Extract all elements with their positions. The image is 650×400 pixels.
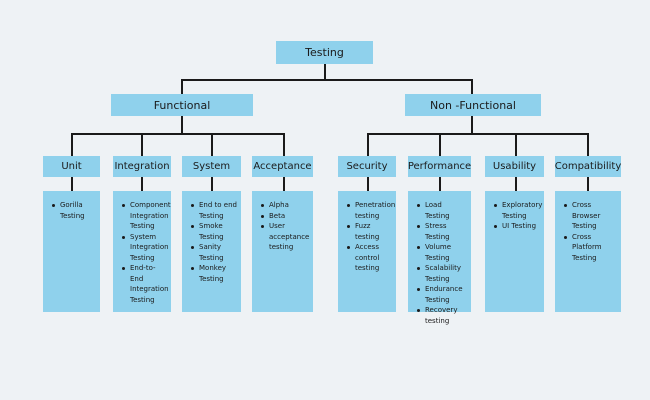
connector-root-stem	[324, 64, 326, 80]
connector-functional-bar	[71, 133, 285, 135]
box-security-items: Penetration testing Fuzz testing Access …	[338, 191, 396, 312]
list-item: Gorilla Testing	[52, 200, 96, 221]
non-functional-label: Non -Functional	[430, 98, 516, 112]
node-acceptance: Acceptance	[252, 156, 313, 177]
connector-root-bar	[181, 79, 473, 81]
list-item: Alpha	[261, 200, 309, 211]
system-label: System	[192, 161, 231, 172]
security-item-list: Penetration testing Fuzz testing Access …	[342, 200, 396, 274]
performance-label: Performance	[407, 161, 472, 172]
connector-acceptance-box	[283, 177, 285, 191]
list-item: User acceptance testing	[261, 222, 310, 251]
functional-label: Functional	[153, 98, 211, 112]
connector-nonfunctional-stem	[471, 116, 473, 134]
connector-integration-drop	[141, 133, 143, 156]
acceptance-label: Acceptance	[253, 161, 312, 172]
unit-item-list: Gorilla Testing	[47, 200, 96, 221]
security-label: Security	[346, 161, 388, 172]
connector-compatibility-box	[587, 177, 589, 191]
list-item: Beta	[261, 211, 309, 222]
connector-unit-box	[71, 177, 73, 191]
unit-label: Unit	[61, 161, 82, 172]
list-item: Scalability Testing	[417, 263, 467, 284]
list-item: End-to-End Integration Testing	[122, 264, 169, 304]
box-integration-items: Component Integration Testing System Int…	[113, 191, 171, 312]
usability-item-list: Exploratory Testing UI Testing	[489, 200, 543, 232]
list-item: Volume Testing	[417, 242, 467, 263]
list-item: Recovery testing	[417, 305, 467, 326]
list-item: Cross Browser Testing	[564, 200, 617, 232]
node-functional: Functional	[111, 94, 253, 116]
connector-usability-box	[515, 177, 517, 191]
list-item: End to end Testing	[191, 201, 237, 220]
list-item: Access control testing	[347, 242, 392, 274]
list-item: Fuzz testing	[347, 221, 392, 242]
list-item: Endurance Testing	[417, 284, 467, 305]
connector-security-box	[367, 177, 369, 191]
list-item: Exploratory Testing	[494, 201, 543, 220]
node-compatibility: Compatibility	[555, 156, 621, 177]
connector-unit-drop	[71, 133, 73, 156]
connector-system-box	[211, 177, 213, 191]
list-item: Stress Testing	[417, 221, 467, 242]
connector-nonfunctional-drop	[471, 79, 473, 94]
list-item: Load Testing	[417, 200, 467, 221]
integration-label: Integration	[114, 161, 170, 172]
connector-usability-drop	[515, 133, 517, 156]
connector-functional-drop	[181, 79, 183, 94]
connector-performance-box	[439, 177, 441, 191]
compatibility-item-list: Cross Browser Testing Cross Platform Tes…	[559, 200, 617, 263]
node-security: Security	[338, 156, 396, 177]
connector-security-drop	[367, 133, 369, 156]
connector-integration-box	[141, 177, 143, 191]
box-acceptance-items: Alpha Beta User acceptance testing	[252, 191, 313, 312]
connector-compatibility-drop	[587, 133, 589, 156]
box-compatibility-items: Cross Browser Testing Cross Platform Tes…	[555, 191, 621, 312]
connector-nonfunctional-bar	[367, 133, 589, 135]
connector-performance-drop	[439, 133, 441, 156]
box-unit-items: Gorilla Testing	[43, 191, 100, 312]
usability-label: Usability	[492, 161, 537, 172]
list-item: Penetration testing	[347, 201, 396, 220]
node-integration: Integration	[113, 156, 171, 177]
node-non-functional: Non -Functional	[405, 94, 541, 116]
list-item: UI Testing	[494, 221, 540, 232]
performance-item-list: Load Testing Stress Testing Volume Testi…	[412, 200, 467, 326]
box-performance-items: Load Testing Stress Testing Volume Testi…	[408, 191, 471, 325]
connector-functional-stem	[181, 116, 183, 134]
list-item: System Integration Testing	[122, 232, 169, 262]
root-node-testing: Testing	[276, 41, 373, 64]
compatibility-label: Compatibility	[554, 161, 622, 172]
list-item: Component Integration Testing	[122, 201, 171, 230]
node-unit: Unit	[43, 156, 100, 177]
list-item: Cross Platform Testing	[564, 232, 617, 264]
node-usability: Usability	[485, 156, 544, 177]
node-system: System	[182, 156, 241, 177]
acceptance-item-list: Alpha Beta User acceptance testing	[256, 200, 309, 253]
list-item: Monkey Testing	[191, 263, 237, 284]
root-label: Testing	[305, 46, 344, 59]
box-system-items: End to end Testing Smoke Testing Sanity …	[182, 191, 241, 312]
list-item: Smoke Testing	[191, 221, 237, 242]
connector-system-drop	[211, 133, 213, 156]
integration-item-list: Component Integration Testing System Int…	[117, 200, 171, 305]
node-performance: Performance	[408, 156, 471, 177]
list-item: Sanity Testing	[191, 242, 237, 263]
connector-acceptance-drop	[283, 133, 285, 156]
system-item-list: End to end Testing Smoke Testing Sanity …	[186, 200, 237, 284]
box-usability-items: Exploratory Testing UI Testing	[485, 191, 544, 312]
